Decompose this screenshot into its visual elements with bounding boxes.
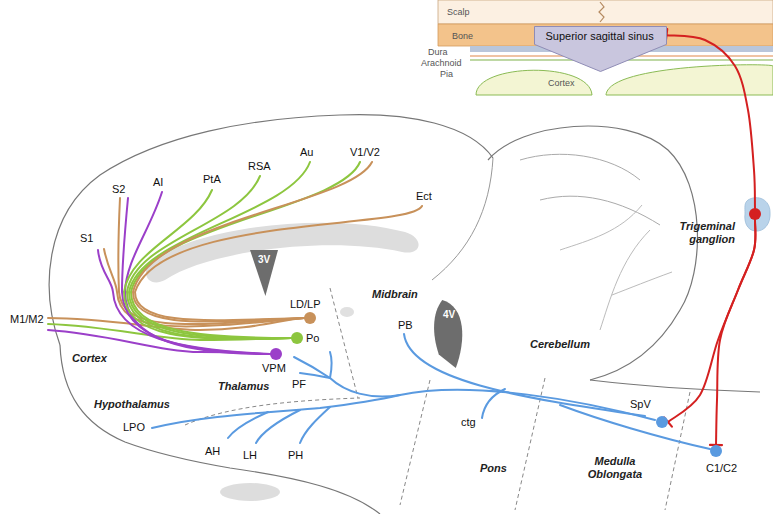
blue-tract bbox=[330, 352, 332, 378]
midbrain-structure bbox=[340, 307, 354, 317]
thalamocortical-fibers bbox=[48, 162, 422, 354]
nucleus-label: Trigeminal ganglion bbox=[665, 220, 735, 246]
fourth-ventricle: 4V bbox=[432, 300, 466, 368]
blue-tract bbox=[294, 357, 330, 378]
corpus-callosum bbox=[146, 223, 419, 283]
layer-label: Dura bbox=[428, 47, 448, 58]
spinal-nucleus: C1/C2 bbox=[710, 445, 722, 457]
nucleus-label: LH bbox=[243, 449, 257, 462]
skull-suture bbox=[599, 2, 604, 22]
po-fiber bbox=[131, 162, 360, 338]
area-label: AI bbox=[153, 176, 163, 189]
area-label: Au bbox=[300, 146, 313, 159]
cerebellar-arbor bbox=[600, 230, 650, 330]
vpm-fiber bbox=[48, 330, 270, 354]
ldlp-fiber bbox=[135, 206, 422, 320]
thalamic-nucleus: LD/LP bbox=[304, 312, 316, 324]
pituitary-shape bbox=[220, 483, 280, 501]
region-label: Pons bbox=[480, 462, 507, 475]
nucleus-label: PH bbox=[288, 449, 303, 462]
ventricle-outline bbox=[250, 250, 278, 296]
layer-label: Pia bbox=[440, 69, 453, 80]
layer-label: Cortex bbox=[548, 78, 575, 89]
nerve-connector bbox=[668, 220, 756, 422]
brain-outline bbox=[49, 115, 493, 345]
ganglion-neuron: Trigeminal ganglion bbox=[749, 208, 761, 220]
nucleus-label: PB bbox=[398, 319, 413, 332]
layer-label: Scalp bbox=[447, 7, 470, 18]
region-label: Medulla Oblongata bbox=[582, 455, 648, 481]
blue-tract bbox=[560, 405, 710, 449]
area-label: PtA bbox=[203, 173, 221, 186]
nucleus-label: Po bbox=[306, 332, 319, 345]
scalp-layer bbox=[438, 0, 773, 24]
cerebellar-fissure bbox=[540, 196, 660, 225]
ascending-projections bbox=[152, 334, 710, 449]
area-label: Ect bbox=[416, 190, 432, 203]
cerebellar-arbor bbox=[560, 205, 642, 250]
nerve-connector bbox=[667, 35, 756, 208]
sinus-region: Superior sagittal sinus bbox=[534, 26, 667, 72]
brainstem-outline bbox=[590, 380, 760, 392]
region-border bbox=[400, 380, 430, 505]
region-label: Cerebellum bbox=[530, 338, 590, 351]
ldlp-fiber bbox=[133, 162, 372, 322]
area-label: M1/M2 bbox=[10, 313, 44, 326]
nerve-connector bbox=[716, 220, 756, 445]
region-label: Thalamus bbox=[218, 380, 269, 393]
cortex-gyrus bbox=[476, 70, 592, 95]
blue-tract bbox=[482, 389, 505, 418]
cerebellum-outline bbox=[488, 126, 697, 380]
cerebellar-fissure bbox=[520, 154, 640, 180]
nucleus-label: C1/C2 bbox=[706, 462, 737, 475]
region-label: Superior sagittal sinus bbox=[546, 30, 654, 43]
region-label: 3V bbox=[250, 253, 278, 266]
cerebellar-arbor bbox=[612, 272, 672, 295]
area-label: S2 bbox=[112, 183, 125, 196]
blue-tract bbox=[330, 378, 400, 396]
brainstem-nucleus: SpV bbox=[656, 416, 668, 428]
area-label: V1/V2 bbox=[350, 146, 380, 159]
layer-label: Bone bbox=[452, 31, 473, 42]
nucleus-label: AH bbox=[205, 445, 220, 458]
blue-tract bbox=[300, 407, 330, 443]
ganglion-body bbox=[745, 198, 770, 231]
nucleus-label: PF bbox=[292, 378, 306, 391]
cortex-gyrus bbox=[606, 65, 773, 95]
sinus-outline bbox=[534, 27, 666, 72]
nucleus-label: ctg bbox=[461, 416, 476, 429]
third-ventricle: 3V bbox=[250, 250, 278, 296]
thalamic-nucleus: VPM bbox=[270, 348, 282, 360]
cortex-boundary bbox=[432, 158, 493, 280]
blue-tract bbox=[400, 390, 655, 420]
layer-label: Arachnoid bbox=[421, 58, 462, 69]
area-label: RSA bbox=[248, 160, 271, 173]
brain-outline bbox=[60, 345, 380, 514]
area-label: S1 bbox=[80, 232, 93, 245]
region-label: Hypothalamus bbox=[94, 398, 170, 411]
nucleus-label: LPO bbox=[123, 421, 145, 434]
blue-tract bbox=[228, 412, 268, 438]
po-fiber bbox=[129, 162, 310, 338]
thalamic-nucleus: Po bbox=[291, 332, 303, 344]
nucleus-label: LD/LP bbox=[290, 298, 321, 311]
region-label: Midbrain bbox=[372, 288, 418, 301]
region-label: Cortex bbox=[72, 352, 107, 365]
nucleus-label: SpV bbox=[630, 398, 651, 411]
nucleus-label: VPM bbox=[262, 362, 286, 375]
region-label: 4V bbox=[432, 308, 466, 321]
